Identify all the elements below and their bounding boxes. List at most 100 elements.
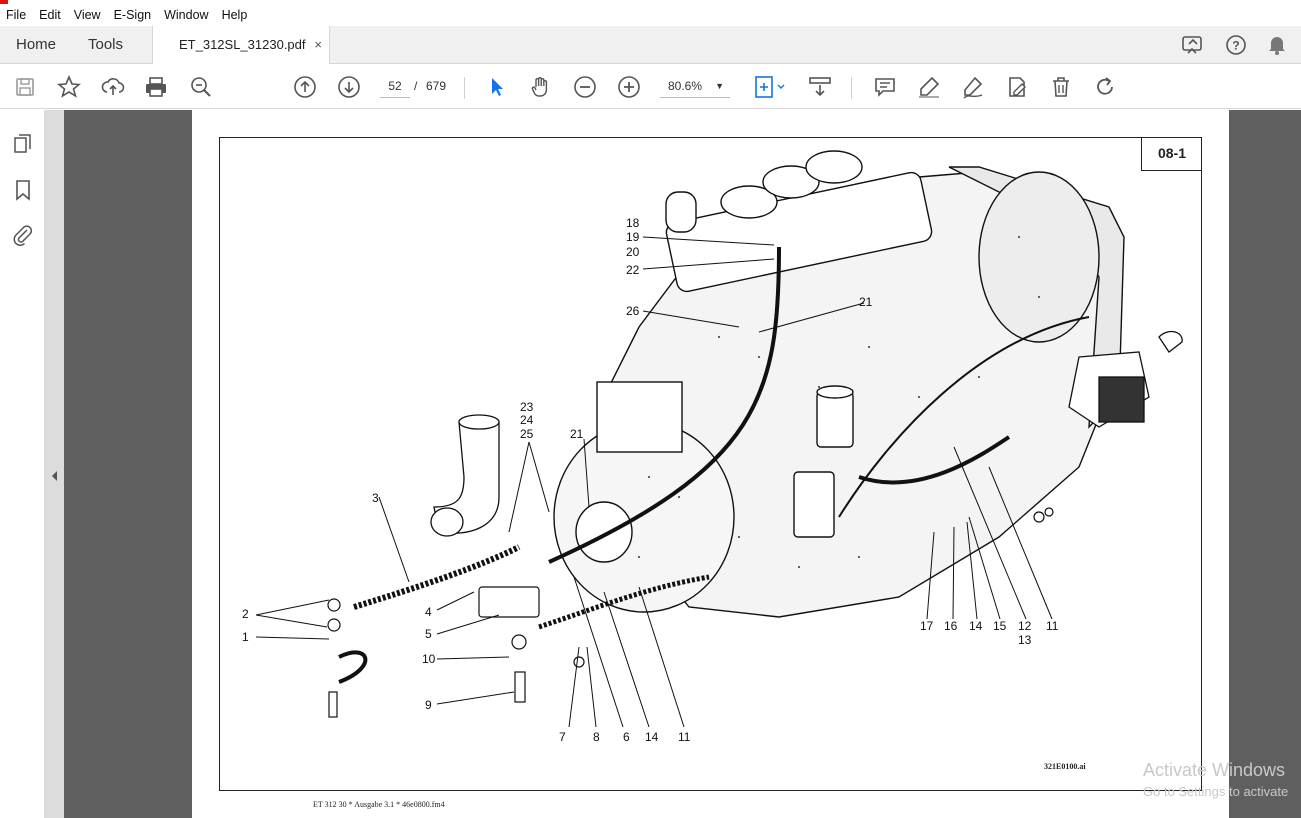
toolbar-divider <box>464 77 465 99</box>
page-up-icon[interactable] <box>293 75 317 99</box>
leader-lines <box>255 236 1053 728</box>
tab-document-label: ET_312SL_31230.pdf <box>179 37 306 52</box>
callout-3: 3 <box>372 491 379 505</box>
callout-5: 5 <box>425 627 432 641</box>
page-down-icon[interactable] <box>337 75 361 99</box>
callout-15: 15 <box>993 619 1007 633</box>
page-footer: ET 312 30 * Ausgabe 3.1 * 46e0800.fm4 <box>313 800 445 809</box>
callout-12: 12 <box>1018 619 1032 633</box>
intake-elbow <box>430 414 500 537</box>
edit-pdf-icon[interactable] <box>1005 75 1029 99</box>
tab-document[interactable]: ET_312SL_31230.pdf × <box>152 26 330 64</box>
panel-collapse-strip[interactable] <box>45 110 64 818</box>
filters <box>793 385 854 538</box>
hand-icon[interactable] <box>529 75 553 99</box>
rotate-icon[interactable] <box>1093 75 1117 99</box>
callout-2: 2 <box>242 607 249 621</box>
activation-watermark-subtitle: Go to Settings to activate <box>1143 784 1289 799</box>
share-icon[interactable] <box>1181 34 1205 56</box>
tab-tools[interactable]: Tools <box>88 36 124 53</box>
callout-21: 21 <box>859 295 873 309</box>
fit-page-icon[interactable] <box>752 75 788 99</box>
callout-19: 19 <box>626 230 640 244</box>
callout-16: 16 <box>944 619 958 633</box>
zoom-value: 80.6% <box>668 79 703 93</box>
save-icon[interactable] <box>13 75 37 99</box>
callout-10: 10 <box>422 652 436 666</box>
callout-11-lower: 11 <box>678 730 691 744</box>
callout-24: 24 <box>520 413 534 427</box>
callout-9: 9 <box>425 698 432 712</box>
bookmark-icon[interactable] <box>11 178 35 202</box>
callout-20: 20 <box>626 245 640 259</box>
menu-edit[interactable]: Edit <box>39 8 61 22</box>
section-number: 08-1 <box>1141 137 1202 171</box>
figure-id: 321E0100.ai <box>1044 762 1086 771</box>
small-parts <box>327 507 1054 718</box>
figure-frame <box>219 137 1202 791</box>
zoom-search-icon[interactable] <box>189 75 213 99</box>
title-bar <box>0 0 1301 4</box>
callout-13: 13 <box>1018 633 1032 647</box>
menu-window[interactable]: Window <box>164 8 209 22</box>
page-number-input[interactable]: 52 <box>380 75 410 98</box>
callout-14-lower: 14 <box>645 730 659 744</box>
callout-21-lower: 21 <box>570 427 584 441</box>
zoom-select[interactable]: 80.6% ▼ <box>660 75 730 98</box>
engine-exploded-drawing <box>255 150 1183 728</box>
viewport-gutter-right <box>1229 110 1301 818</box>
callout-26: 26 <box>626 304 640 318</box>
page-separator: / <box>414 79 418 93</box>
callout-22: 22 <box>626 263 640 277</box>
callout-14: 14 <box>969 619 983 633</box>
highlight-icon[interactable] <box>917 75 941 99</box>
header-actions: ? <box>1181 34 1287 56</box>
callout-23: 23 <box>520 400 534 414</box>
attachment-icon[interactable] <box>11 223 35 247</box>
comment-icon[interactable] <box>873 75 897 99</box>
stippling <box>638 236 1060 568</box>
delete-icon[interactable] <box>1049 75 1073 99</box>
select-arrow-icon[interactable] <box>485 75 509 99</box>
page-total: 679 <box>426 79 447 93</box>
menu-help[interactable]: Help <box>221 8 248 22</box>
close-tab-icon[interactable]: × <box>314 37 322 52</box>
page-thumbnails-icon[interactable] <box>11 132 35 156</box>
bracket-assembly <box>1068 330 1183 428</box>
menu-bar: File Edit View E-Sign Window Help <box>0 4 1301 26</box>
help-icon[interactable]: ? <box>1225 34 1247 56</box>
callout-4: 4 <box>425 605 432 619</box>
upload-icon[interactable] <box>101 75 125 99</box>
zoom-in-icon[interactable] <box>617 75 641 99</box>
app-logo-stub <box>0 0 8 4</box>
callout-18: 18 <box>626 216 640 230</box>
left-sidebar <box>0 110 45 818</box>
print-icon[interactable] <box>144 75 168 99</box>
callout-25: 25 <box>520 427 534 441</box>
callout-8: 8 <box>593 730 600 744</box>
star-icon[interactable] <box>57 75 81 99</box>
callout-11: 11 <box>1046 619 1059 633</box>
callout-17: 17 <box>920 619 934 633</box>
activation-watermark-title: Activate Windows <box>1143 760 1286 780</box>
menu-esign[interactable]: E-Sign <box>113 8 152 22</box>
callout-7: 7 <box>559 730 566 744</box>
scroll-icon[interactable] <box>808 75 832 99</box>
tab-bar: Home Tools ET_312SL_31230.pdf × ? <box>0 26 1301 64</box>
flywheel-housing <box>553 381 735 613</box>
menu-file[interactable]: File <box>6 8 27 22</box>
chevron-down-icon: ▼ <box>715 81 724 91</box>
sign-icon[interactable] <box>961 75 985 99</box>
callout-6: 6 <box>623 730 630 744</box>
zoom-out-icon[interactable] <box>573 75 597 99</box>
bell-icon[interactable] <box>1267 34 1287 56</box>
menu-view[interactable]: View <box>73 8 101 22</box>
fuel-lines <box>338 246 1090 684</box>
toolbar-divider <box>851 77 852 99</box>
toolbar: 52 / 679 80.6% ▼ <box>0 65 1301 109</box>
callout-1: 1 <box>242 630 249 644</box>
engine-block <box>608 166 1125 618</box>
tab-home[interactable]: Home <box>16 36 57 53</box>
viewport-gutter-left <box>64 110 192 818</box>
svg-text:?: ? <box>1232 39 1239 53</box>
